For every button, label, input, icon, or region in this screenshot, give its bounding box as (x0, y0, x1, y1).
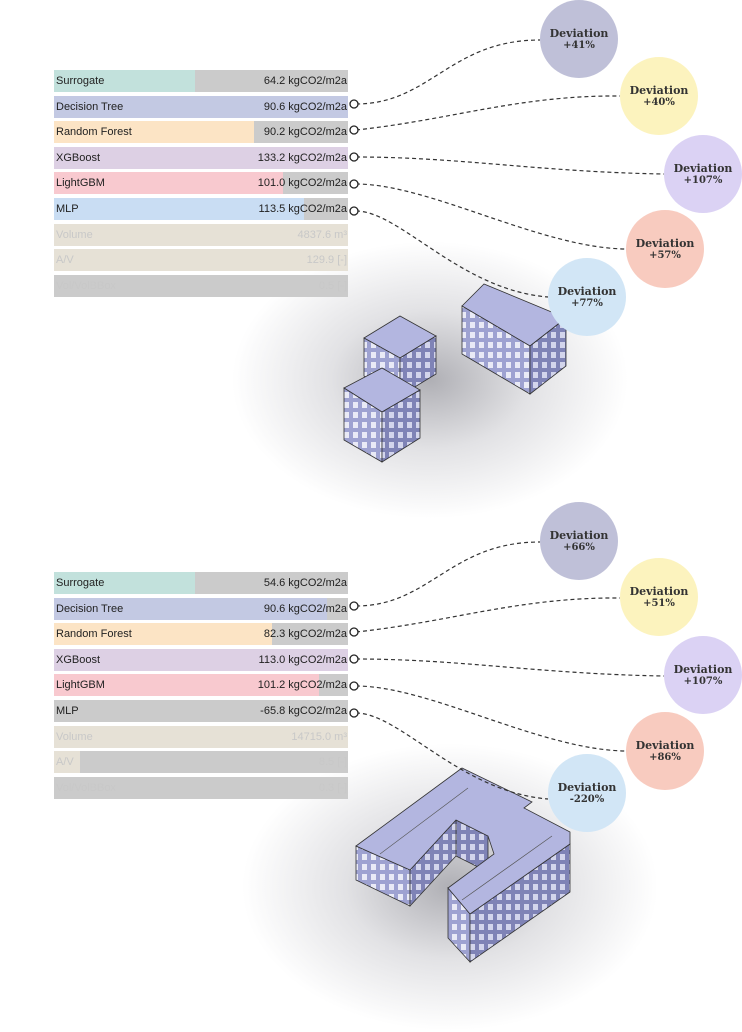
connector-anchor (349, 708, 359, 718)
connector-anchor (349, 654, 359, 664)
building-massing-model (355, 767, 571, 964)
connector-line (355, 156, 665, 175)
building-long-right (461, 283, 567, 395)
connector-line (355, 210, 549, 298)
building-u-shape (355, 767, 571, 964)
connector-anchor (349, 601, 359, 611)
connector-line (355, 95, 621, 131)
connector-line (355, 183, 627, 250)
building-small-front (343, 367, 421, 463)
connector-line (355, 39, 541, 105)
deviation-bubble-xgboost: Deviation+86% (626, 712, 704, 790)
row-mlp: MLP-65.8 kgCO2/m2a (54, 699, 348, 722)
connector-anchor (349, 179, 359, 189)
connector-anchor (349, 681, 359, 691)
deviation-bubble-decision-tree: Deviation+40% (620, 57, 698, 135)
connector-anchor (349, 206, 359, 216)
connector-line (355, 597, 621, 633)
connector-line (355, 685, 627, 752)
deviation-bubble-surrogate: Deviation+66% (540, 502, 618, 580)
deviation-bubble-surrogate: Deviation+41% (540, 0, 618, 78)
deviation-bubble-random-forest: Deviation+107% (664, 135, 742, 213)
connector-line (355, 712, 549, 800)
building-massing-model (343, 283, 567, 463)
connector-anchor (349, 152, 359, 162)
connector-anchor (349, 627, 359, 637)
deviation-connectors (349, 39, 665, 298)
deviation-bubble-lightgbm: Deviation-220% (548, 754, 626, 832)
deviation-bubble-random-forest: Deviation+107% (664, 636, 742, 714)
connector-anchor (349, 99, 359, 109)
connector-anchor (349, 125, 359, 135)
deviation-bubble-lightgbm: Deviation+77% (548, 258, 626, 336)
connector-line (355, 658, 665, 677)
connector-line (355, 541, 541, 607)
deviation-bubble-xgboost: Deviation+57% (626, 210, 704, 288)
deviation-connectors (349, 541, 665, 800)
deviation-bubble-decision-tree: Deviation+51% (620, 558, 698, 636)
